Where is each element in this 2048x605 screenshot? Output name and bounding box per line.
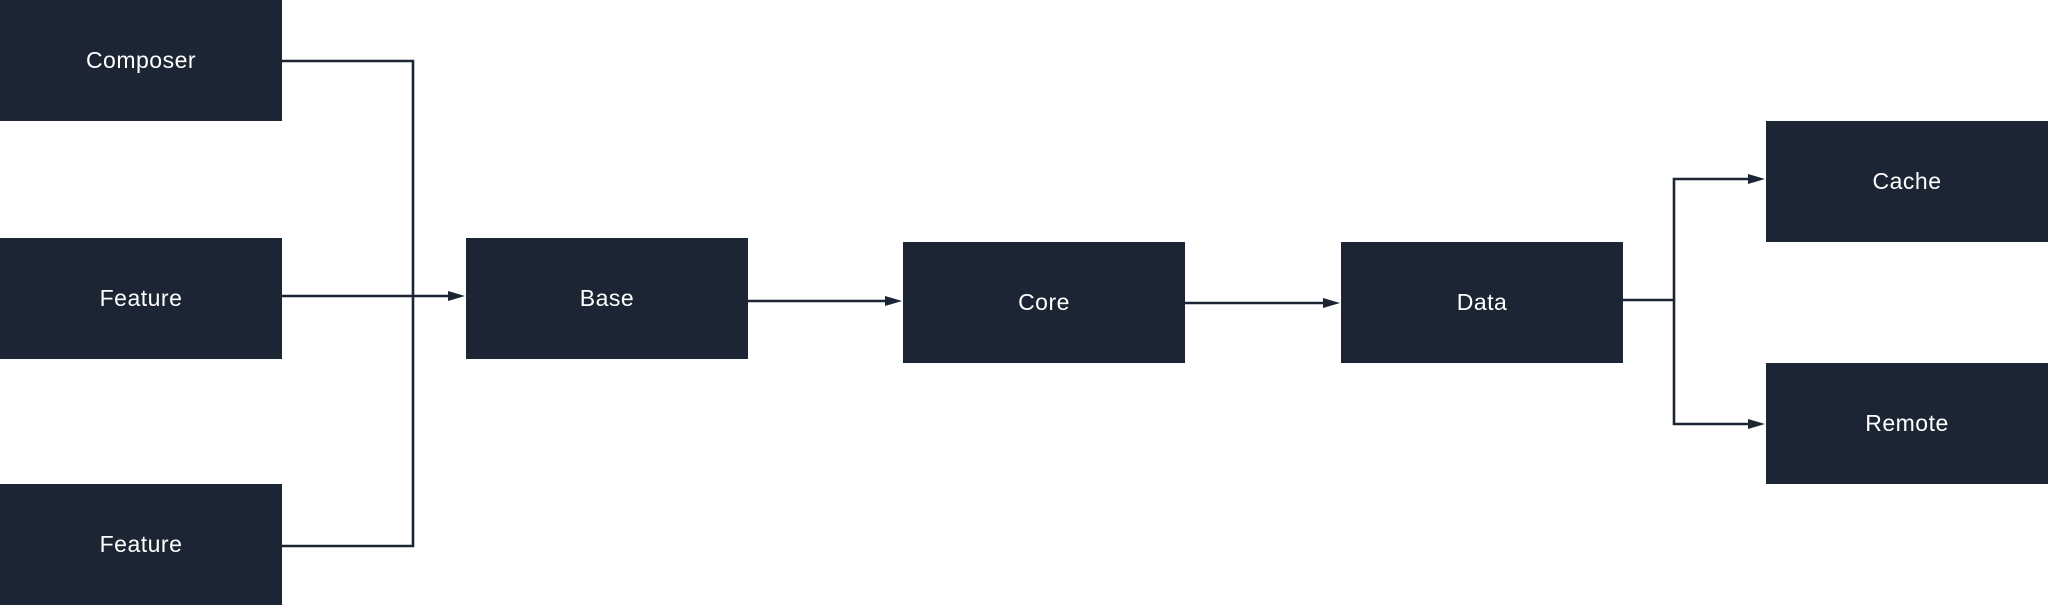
node-cache-label: Cache: [1872, 168, 1942, 194]
node-feature-middle[interactable]: Feature: [0, 238, 282, 359]
arrowhead-core: [885, 296, 902, 306]
edge-data-to-remote: [1672, 300, 1751, 426]
node-composer-label: Composer: [85, 47, 197, 73]
node-core-label: Core: [1018, 289, 1070, 315]
node-data[interactable]: Data: [1341, 242, 1623, 363]
arrowhead-base: [448, 291, 465, 301]
node-remote[interactable]: Remote: [1766, 363, 2048, 484]
edge-data-to-cache: [1623, 177, 1751, 302]
node-base[interactable]: Base: [466, 238, 748, 359]
node-feature-bottom-label: Feature: [99, 531, 183, 557]
edge-feature-bottom-to-base: [282, 296, 415, 548]
arrowhead-cache: [1748, 174, 1765, 184]
edge-composer-to-base: [282, 59, 415, 296]
arrowhead-remote: [1748, 419, 1765, 429]
node-feature-middle-label: Feature: [99, 285, 183, 311]
node-cache[interactable]: Cache: [1766, 121, 2048, 242]
node-base-label: Base: [579, 285, 635, 311]
node-remote-label: Remote: [1865, 410, 1949, 436]
node-data-label: Data: [1456, 289, 1508, 315]
arrowhead-data: [1323, 298, 1340, 308]
node-composer[interactable]: Composer: [0, 0, 282, 121]
node-core[interactable]: Core: [903, 242, 1185, 363]
node-feature-bottom[interactable]: Feature: [0, 484, 282, 605]
